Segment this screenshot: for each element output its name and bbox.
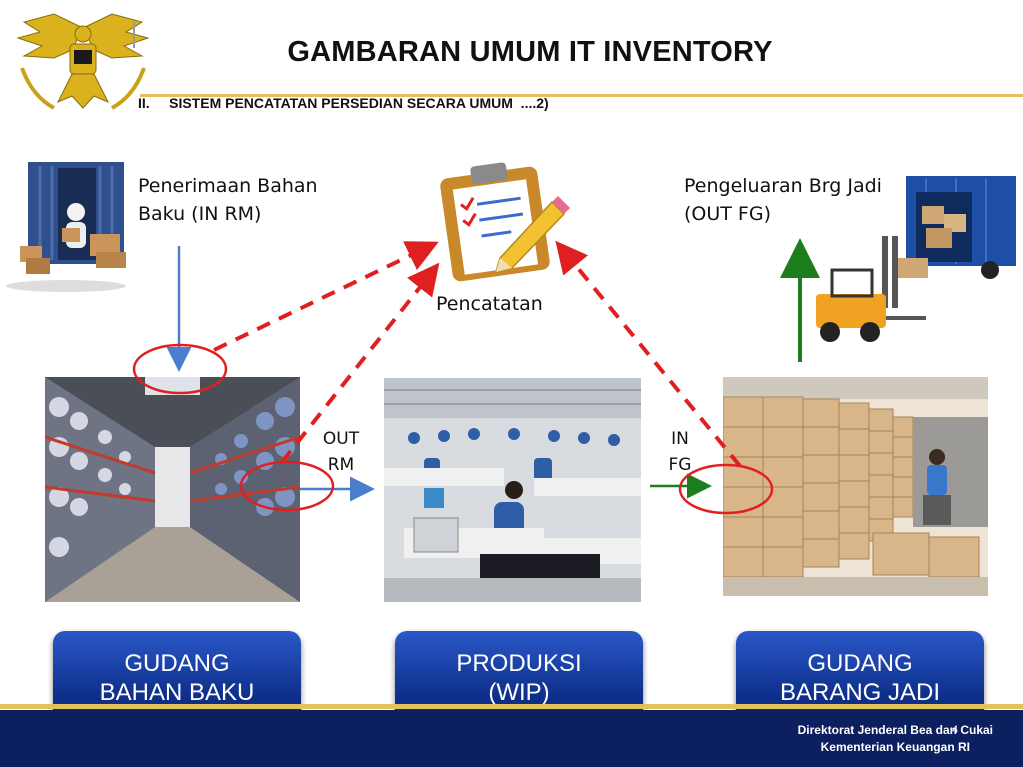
- slide-title: GAMBARAN UMUM IT INVENTORY: [287, 36, 773, 68]
- in-rm-caption: Penerimaan Bahan Baku (IN RM): [138, 172, 318, 228]
- footer-line1: Direktorat Jenderal Bea dan Cukai: [797, 723, 993, 737]
- customs-eagle-logo-icon: [16, 13, 150, 110]
- out-rm-label-line1: OUT: [322, 429, 360, 449]
- finished-goods-warehouse-photo: [723, 377, 988, 596]
- footer-line2: Kementerian Keuangan RI: [820, 740, 970, 754]
- gudang-barang-jadi-box: GUDANG BARANG JADI: [736, 631, 984, 725]
- gudang-barang-jadi-line1: GUDANG: [807, 650, 913, 677]
- slide-subtitle: II. SISTEM PENCATATAN PERSEDIAN SECARA U…: [138, 95, 549, 111]
- out-rm-label-line2: RM: [327, 455, 355, 475]
- gudang-bahan-baku-box: GUDANG BAHAN BAKU: [53, 631, 301, 725]
- in-rm-caption-line2: Baku (IN RM): [138, 203, 262, 225]
- pencatatan-label: Pencatatan: [436, 293, 543, 315]
- footer-bar: [0, 710, 1023, 767]
- out-fg-caption-line1: Pengeluaran Brg Jadi: [684, 175, 882, 197]
- container-worker-illustration: [6, 162, 126, 292]
- production-floor-photo: [384, 378, 641, 602]
- truck-forklift-illustration: [816, 176, 1016, 342]
- produksi-wip-line1: PRODUKSI: [456, 650, 582, 677]
- gudang-bahan-baku-line2: BAHAN BAKU: [99, 679, 255, 706]
- gudang-barang-jadi-line2: BARANG JADI: [779, 679, 941, 706]
- out-fg-caption: Pengeluaran Brg Jadi (OUT FG): [684, 172, 882, 228]
- in-fg-label: IN FG: [660, 426, 700, 478]
- produksi-wip-line2: (WIP): [488, 679, 550, 706]
- out-rm-label: OUT RM: [316, 426, 366, 478]
- produksi-wip-box: PRODUKSI (WIP): [395, 631, 643, 725]
- page-number: 4: [952, 724, 959, 736]
- clipboard-icon: [440, 162, 570, 282]
- dashed-line-in-rm: [213, 241, 439, 352]
- footer-gold-stripe: [0, 704, 1023, 709]
- raw-material-warehouse-photo: [45, 377, 300, 602]
- title-divider: [140, 94, 1023, 97]
- in-rm-caption-line1: Penerimaan Bahan: [138, 175, 318, 197]
- footer-org: Direktorat Jenderal Bea dan Cukai Kement…: [798, 722, 993, 756]
- gudang-bahan-baku-line1: GUDANG: [124, 650, 230, 677]
- out-fg-caption-line2: (OUT FG): [684, 203, 771, 225]
- in-fg-label-line1: IN: [671, 429, 689, 449]
- in-fg-label-line2: FG: [668, 455, 692, 475]
